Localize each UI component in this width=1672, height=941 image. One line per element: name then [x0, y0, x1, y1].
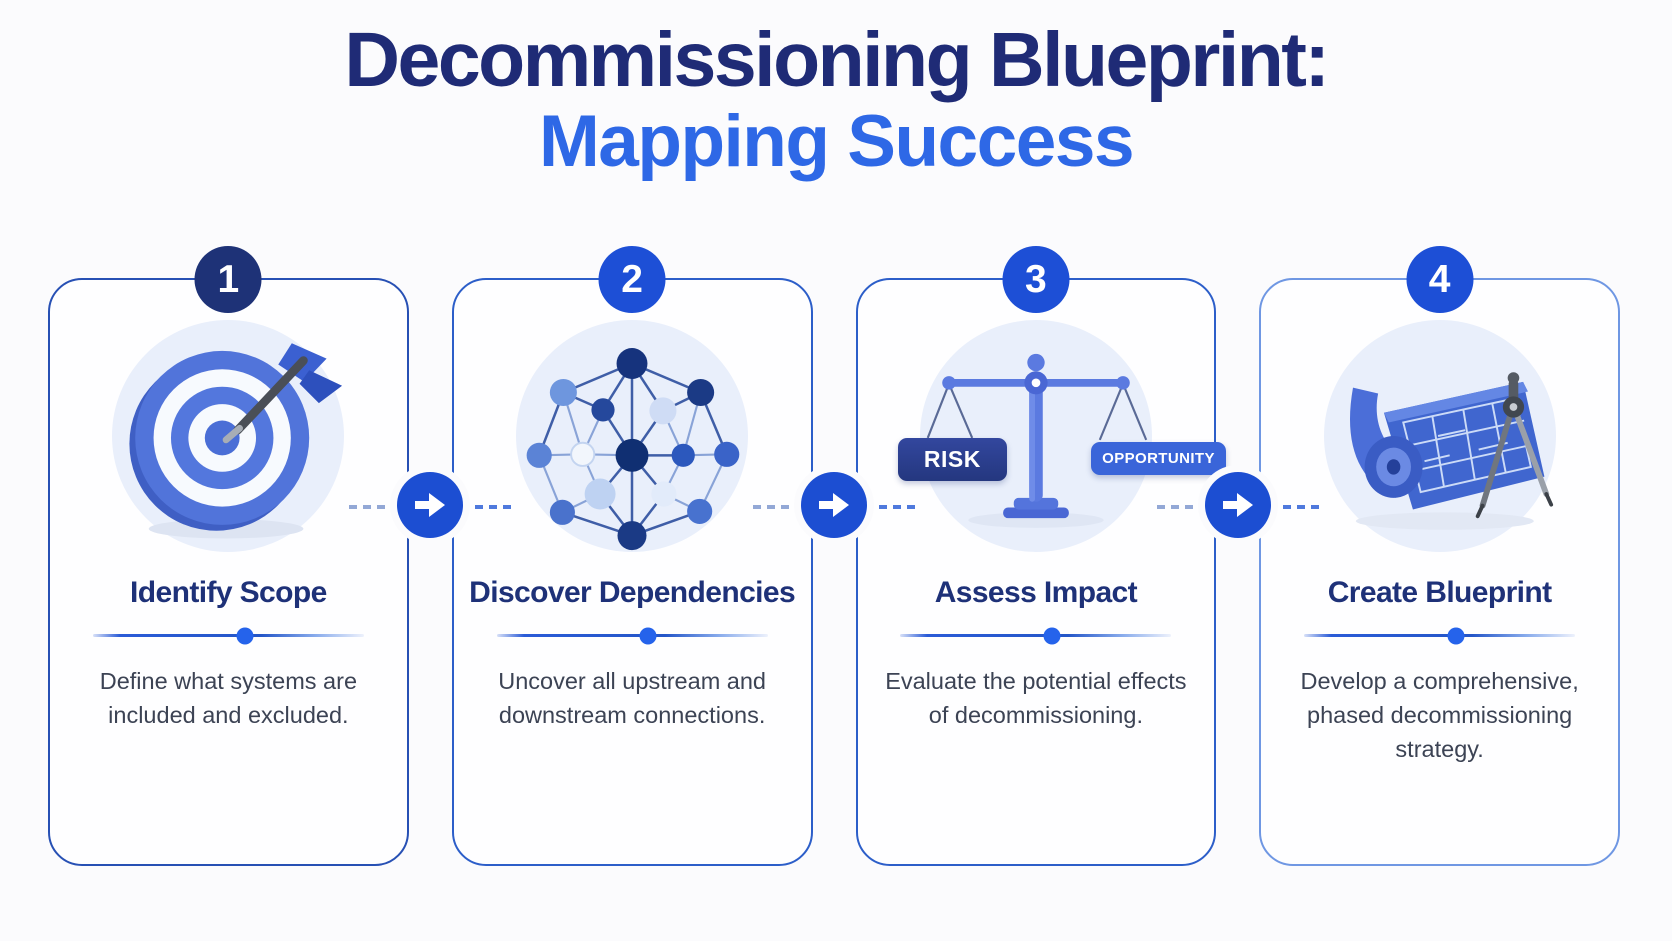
- blueprint-scroll-icon: [1323, 320, 1556, 552]
- arrow-right-glyph: [1222, 493, 1253, 517]
- step-number: 1: [217, 257, 240, 301]
- step-number-badge: 1: [194, 246, 262, 313]
- page-title: Decommissioning Blueprint: Mapping Succe…: [0, 20, 1672, 183]
- arrow-right-glyph: [819, 493, 849, 517]
- arrow-right-icon: [1156, 472, 1319, 538]
- target-dart-icon: [112, 320, 345, 552]
- step-card-identify-scope: 1 Identify Scope Define what systems are…: [48, 246, 409, 866]
- opportunity-tag: OPPORTUNITY: [1091, 442, 1226, 475]
- arrow-right-icon: [349, 472, 512, 538]
- step-title: Assess Impact: [934, 576, 1138, 609]
- step-card-assess-impact: 3 RISK OPPORTUNITY: [855, 246, 1226, 866]
- steps-row: 1 Identify Scope Define what systems are…: [48, 246, 1620, 866]
- step-description: Develop a comprehensive, phased decommis…: [1300, 668, 1579, 763]
- step-title: Discover Dependencies: [469, 576, 796, 609]
- balance-scale-icon: RISK OPPORTUNITY: [897, 320, 1226, 552]
- infographic-header: Decommissioning Blueprint: Mapping Succe…: [0, 0, 1672, 183]
- divider-dot: [1447, 627, 1465, 644]
- step-title: Identify Scope: [130, 576, 327, 609]
- blueprint-scroll-graphic: [1349, 372, 1553, 530]
- divider-line: [496, 627, 768, 644]
- step-number: 3: [1025, 257, 1047, 301]
- target-dart-graphic: [129, 343, 343, 539]
- step-card-create-blueprint: 4: [1259, 246, 1620, 866]
- page-title-line1: Decommissioning Blueprint:: [344, 17, 1330, 103]
- step-number-badge: 2: [598, 246, 666, 313]
- divider-line: [900, 627, 1172, 644]
- network-graph-graphic: [526, 348, 740, 551]
- network-graph-icon: [516, 320, 749, 552]
- step-description: Evaluate the potential effects of decomm…: [885, 668, 1187, 729]
- step-card-discover-dependencies: 2: [451, 246, 813, 866]
- risk-tag: RISK: [897, 438, 1007, 481]
- divider-dot: [639, 627, 657, 644]
- page-title-line2: Mapping Success: [538, 100, 1135, 182]
- divider-line: [92, 627, 364, 644]
- step-number: 4: [1428, 257, 1451, 301]
- step-number-badge: 3: [1002, 246, 1070, 313]
- step-description: Define what systems are included and exc…: [99, 668, 358, 729]
- step-description: Uncover all upstream and downstream conn…: [498, 668, 767, 729]
- balance-scale-graphic: [926, 353, 1148, 528]
- arrow-right-icon: [753, 472, 915, 538]
- divider-dot: [236, 627, 254, 644]
- step-number-badge: 4: [1406, 246, 1474, 313]
- divider-dot: [1043, 627, 1061, 644]
- arrow-right-glyph: [415, 493, 446, 517]
- divider-line: [1304, 627, 1576, 644]
- step-title: Create Blueprint: [1327, 576, 1552, 609]
- step-number: 2: [621, 257, 643, 301]
